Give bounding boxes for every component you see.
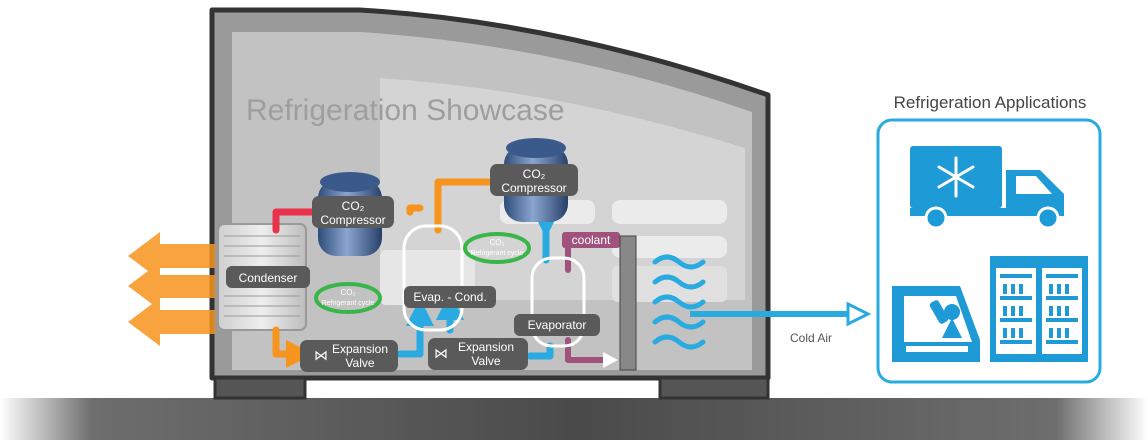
compressor-right-line2: Compressor xyxy=(501,181,566,195)
air-grille xyxy=(619,235,637,371)
refrigerant-pipes xyxy=(272,178,618,368)
cabinet-foot-right xyxy=(658,376,770,400)
applications-title: Refrigeration Applications xyxy=(894,93,1087,112)
evaporator: Evaporator xyxy=(514,256,600,348)
floor xyxy=(0,398,1148,440)
coolant-tag xyxy=(562,232,620,248)
co2-cycle-right xyxy=(463,232,531,264)
compressor-right-line1: CO₂ xyxy=(523,167,546,181)
valve-2-line2: Valve xyxy=(471,354,500,368)
ice-cream-case-icon xyxy=(892,286,980,362)
coolant-label: coolant xyxy=(572,233,611,247)
condenser-label: Condenser xyxy=(239,271,298,285)
valve-1-line2: Valve xyxy=(345,356,374,370)
evap-cond-label: Evap. - Cond. xyxy=(413,290,486,304)
cycle-right-line1: CO₂ xyxy=(489,238,504,247)
valve-1-symbol: ⋈ xyxy=(314,347,328,363)
beverage-cooler-icon xyxy=(990,256,1088,362)
expansion-valve-2: ⋈ Expansion Valve xyxy=(428,338,528,370)
expansion-valve-1: ⋈ Expansion Valve xyxy=(300,340,398,372)
valve-2-symbol: ⋈ xyxy=(434,345,448,361)
co2-compressor-left: CO₂ Compressor xyxy=(312,172,394,256)
cycle-left-line1: CO₂ xyxy=(340,288,355,297)
cycle-left-line2: Refrigerant cycle xyxy=(322,300,375,307)
co2-cycle-left xyxy=(314,282,382,314)
evap-cond-exchanger: Evap. - Cond. xyxy=(402,224,496,332)
co2-compressor-right: CO₂ Compressor xyxy=(490,138,578,222)
showcase-title: Refrigeration Showcase xyxy=(246,94,565,127)
condenser: Condenser xyxy=(217,223,310,331)
valve-1-line1: Expansion xyxy=(332,342,388,356)
compressor-left-line2: Compressor xyxy=(320,213,385,227)
cold-air-arrowhead xyxy=(846,301,872,327)
valve-2-line1: Expansion xyxy=(458,340,514,354)
snowflake-icon xyxy=(937,156,975,198)
hot-air-arrows xyxy=(128,232,215,346)
evaporator-label: Evaporator xyxy=(528,318,587,332)
cold-air-waves xyxy=(652,254,706,350)
cabinet-foot-left xyxy=(213,376,307,400)
cold-air-label: Cold Air xyxy=(790,331,832,345)
compressor-left-line1: CO₂ xyxy=(342,199,365,213)
cycle-right-line2: Refrigerant cycle xyxy=(471,250,524,257)
